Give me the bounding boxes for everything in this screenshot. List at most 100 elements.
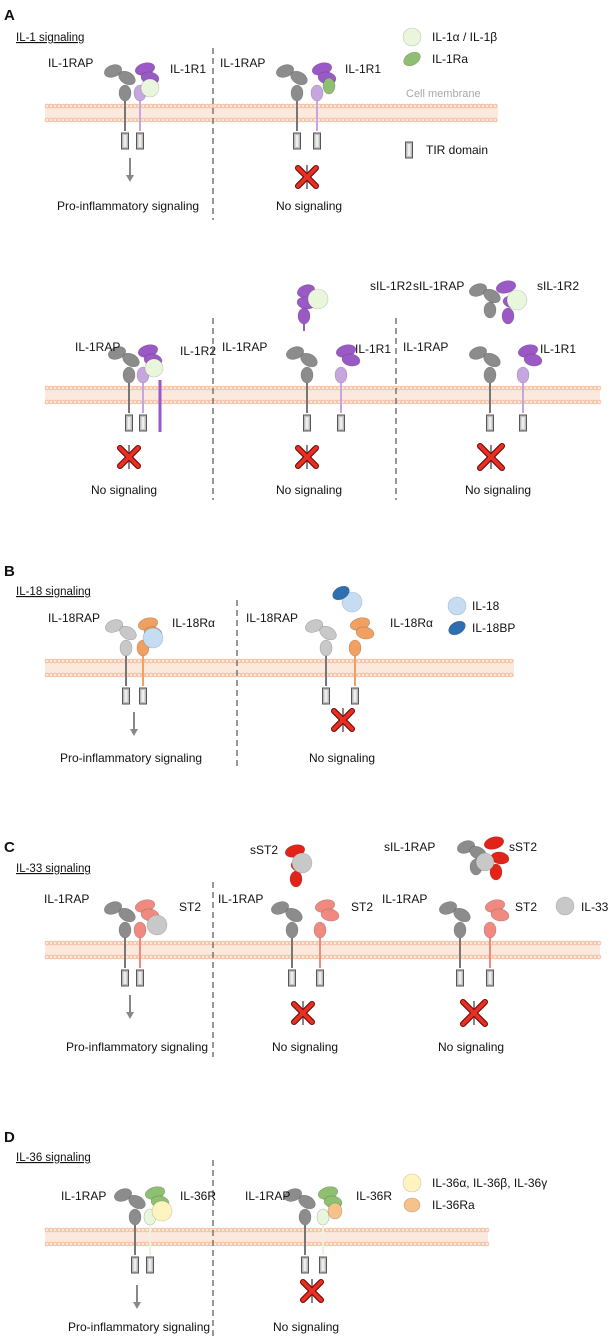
panel-letter-b: B xyxy=(4,563,15,580)
legend-il1ra: IL-1Ra xyxy=(432,52,468,66)
receptor-domain xyxy=(104,619,124,633)
receptor-domain xyxy=(319,639,333,657)
label-il1rap: IL-1RAP xyxy=(75,340,120,354)
receptor-domain xyxy=(490,908,510,922)
receptor-domain xyxy=(319,625,337,641)
tir-domain-icon xyxy=(288,969,296,987)
receptor-domain xyxy=(298,1208,312,1226)
legend-il18: IL-18 xyxy=(472,599,500,613)
signal-arrows xyxy=(117,158,505,1309)
tir-domain-icon xyxy=(301,1256,309,1274)
cell-membrane xyxy=(44,1227,490,1247)
receptor-domain xyxy=(285,346,305,360)
il33-ligand xyxy=(475,852,495,872)
receptor-domain xyxy=(523,353,543,367)
legend-tir-domain-icon xyxy=(405,141,413,159)
receptor-domain xyxy=(298,1194,316,1210)
sst2-domain xyxy=(289,870,303,888)
receptor-domain xyxy=(313,921,327,939)
label-pro-inflammatory: Pro-inflammatory signaling xyxy=(68,1320,210,1334)
receptor-domain xyxy=(453,921,467,939)
legend-il1ra-icon xyxy=(403,51,421,67)
receptor-domain xyxy=(103,901,123,915)
label-il1rap: IL-1RAP xyxy=(61,1189,106,1203)
label-il1rap: IL-1RAP xyxy=(382,892,427,906)
tir-domain-icon xyxy=(486,414,494,432)
no-signal-cross-icon xyxy=(295,165,319,189)
label-no-signaling: No signaling xyxy=(276,483,342,497)
sil1r2-domain xyxy=(297,307,311,325)
receptor-domain xyxy=(285,921,299,939)
tir-domain-icon xyxy=(121,132,129,150)
cell-membrane xyxy=(44,940,602,960)
label-pro-inflammatory: Pro-inflammatory signaling xyxy=(57,199,199,213)
receptor-domain xyxy=(516,366,530,384)
il36ra-ligand xyxy=(327,1202,343,1220)
receptor-domain xyxy=(495,280,517,294)
label-sil1rap: sIL-1RAP xyxy=(384,840,435,854)
receptor-domain xyxy=(489,863,503,881)
receptor-domain xyxy=(316,1208,330,1226)
tir-domain-icon xyxy=(136,132,144,150)
tir-domain-icon xyxy=(131,1256,139,1274)
no-signal-cross-icon xyxy=(477,443,505,471)
label-il1r1: IL-1R1 xyxy=(540,342,576,356)
label-il1r1: IL-1R1 xyxy=(170,62,206,76)
receptor-domain xyxy=(483,352,501,368)
receptor-domain xyxy=(118,921,132,939)
receptor-domain xyxy=(453,907,471,923)
label-st2: ST2 xyxy=(515,900,537,914)
receptor-domain xyxy=(483,288,501,304)
receptor-domain xyxy=(483,301,497,319)
dividers xyxy=(212,48,397,1339)
no-signal-cross-icon xyxy=(291,1001,315,1025)
label-no-signaling: No signaling xyxy=(91,483,157,497)
tir-domain-icon xyxy=(486,969,494,987)
receptor-domain xyxy=(107,346,127,360)
tir-domain-icon xyxy=(519,414,527,432)
label-il36r: IL-36R xyxy=(356,1189,392,1203)
receptor-domain xyxy=(119,625,137,641)
no-signal-cross-icon xyxy=(460,999,488,1027)
receptor-domain xyxy=(300,352,318,368)
label-il1rap: IL-1RAP xyxy=(48,56,93,70)
membranes xyxy=(44,103,602,1247)
receptor-domain xyxy=(118,907,136,923)
il18-ligand xyxy=(142,627,164,649)
il1-ligand xyxy=(140,78,160,98)
label-sil1rap: sIL-1RAP xyxy=(413,279,464,293)
tir-domain-icon xyxy=(319,1256,327,1274)
panel-letter-a: A xyxy=(4,7,15,24)
receptor-domain xyxy=(118,84,132,102)
tir-domain-icon xyxy=(136,969,144,987)
receptor-domain xyxy=(483,921,497,939)
receptor-domain xyxy=(119,639,133,657)
cell-membrane xyxy=(44,103,498,123)
label-no-signaling: No signaling xyxy=(272,1040,338,1054)
il18-ligand xyxy=(341,591,363,613)
receptor-domain xyxy=(334,366,348,384)
label-il18ra: IL-18Rα xyxy=(390,616,433,630)
label-sst2: sST2 xyxy=(250,843,278,857)
label-no-signaling: No signaling xyxy=(273,1320,339,1334)
receptor-domain xyxy=(483,366,497,384)
legend-il36ra: IL-36Ra xyxy=(432,1198,475,1212)
no-signal-cross-icon xyxy=(300,1279,324,1303)
receptor-domain xyxy=(438,901,458,915)
tir-domain-icon xyxy=(146,1256,154,1274)
label-sst2: sST2 xyxy=(509,840,537,854)
label-il1r2: IL-1R2 xyxy=(180,344,216,358)
il33-ligand xyxy=(146,914,168,936)
no-signal-cross-icon xyxy=(295,445,319,469)
label-il18rap: IL-18RAP xyxy=(48,611,100,625)
legend-il18-icon xyxy=(447,596,467,616)
label-st2: ST2 xyxy=(351,900,373,914)
receptor-domain xyxy=(122,352,140,368)
panel-title-b: IL-18 signaling xyxy=(16,586,91,598)
receptor-domain xyxy=(468,283,488,297)
receptor-domain xyxy=(103,64,123,78)
tir-domain-icon xyxy=(139,687,147,705)
receptor-domain xyxy=(283,1188,303,1202)
label-sil1r2: sIL-1R2 xyxy=(537,279,579,293)
